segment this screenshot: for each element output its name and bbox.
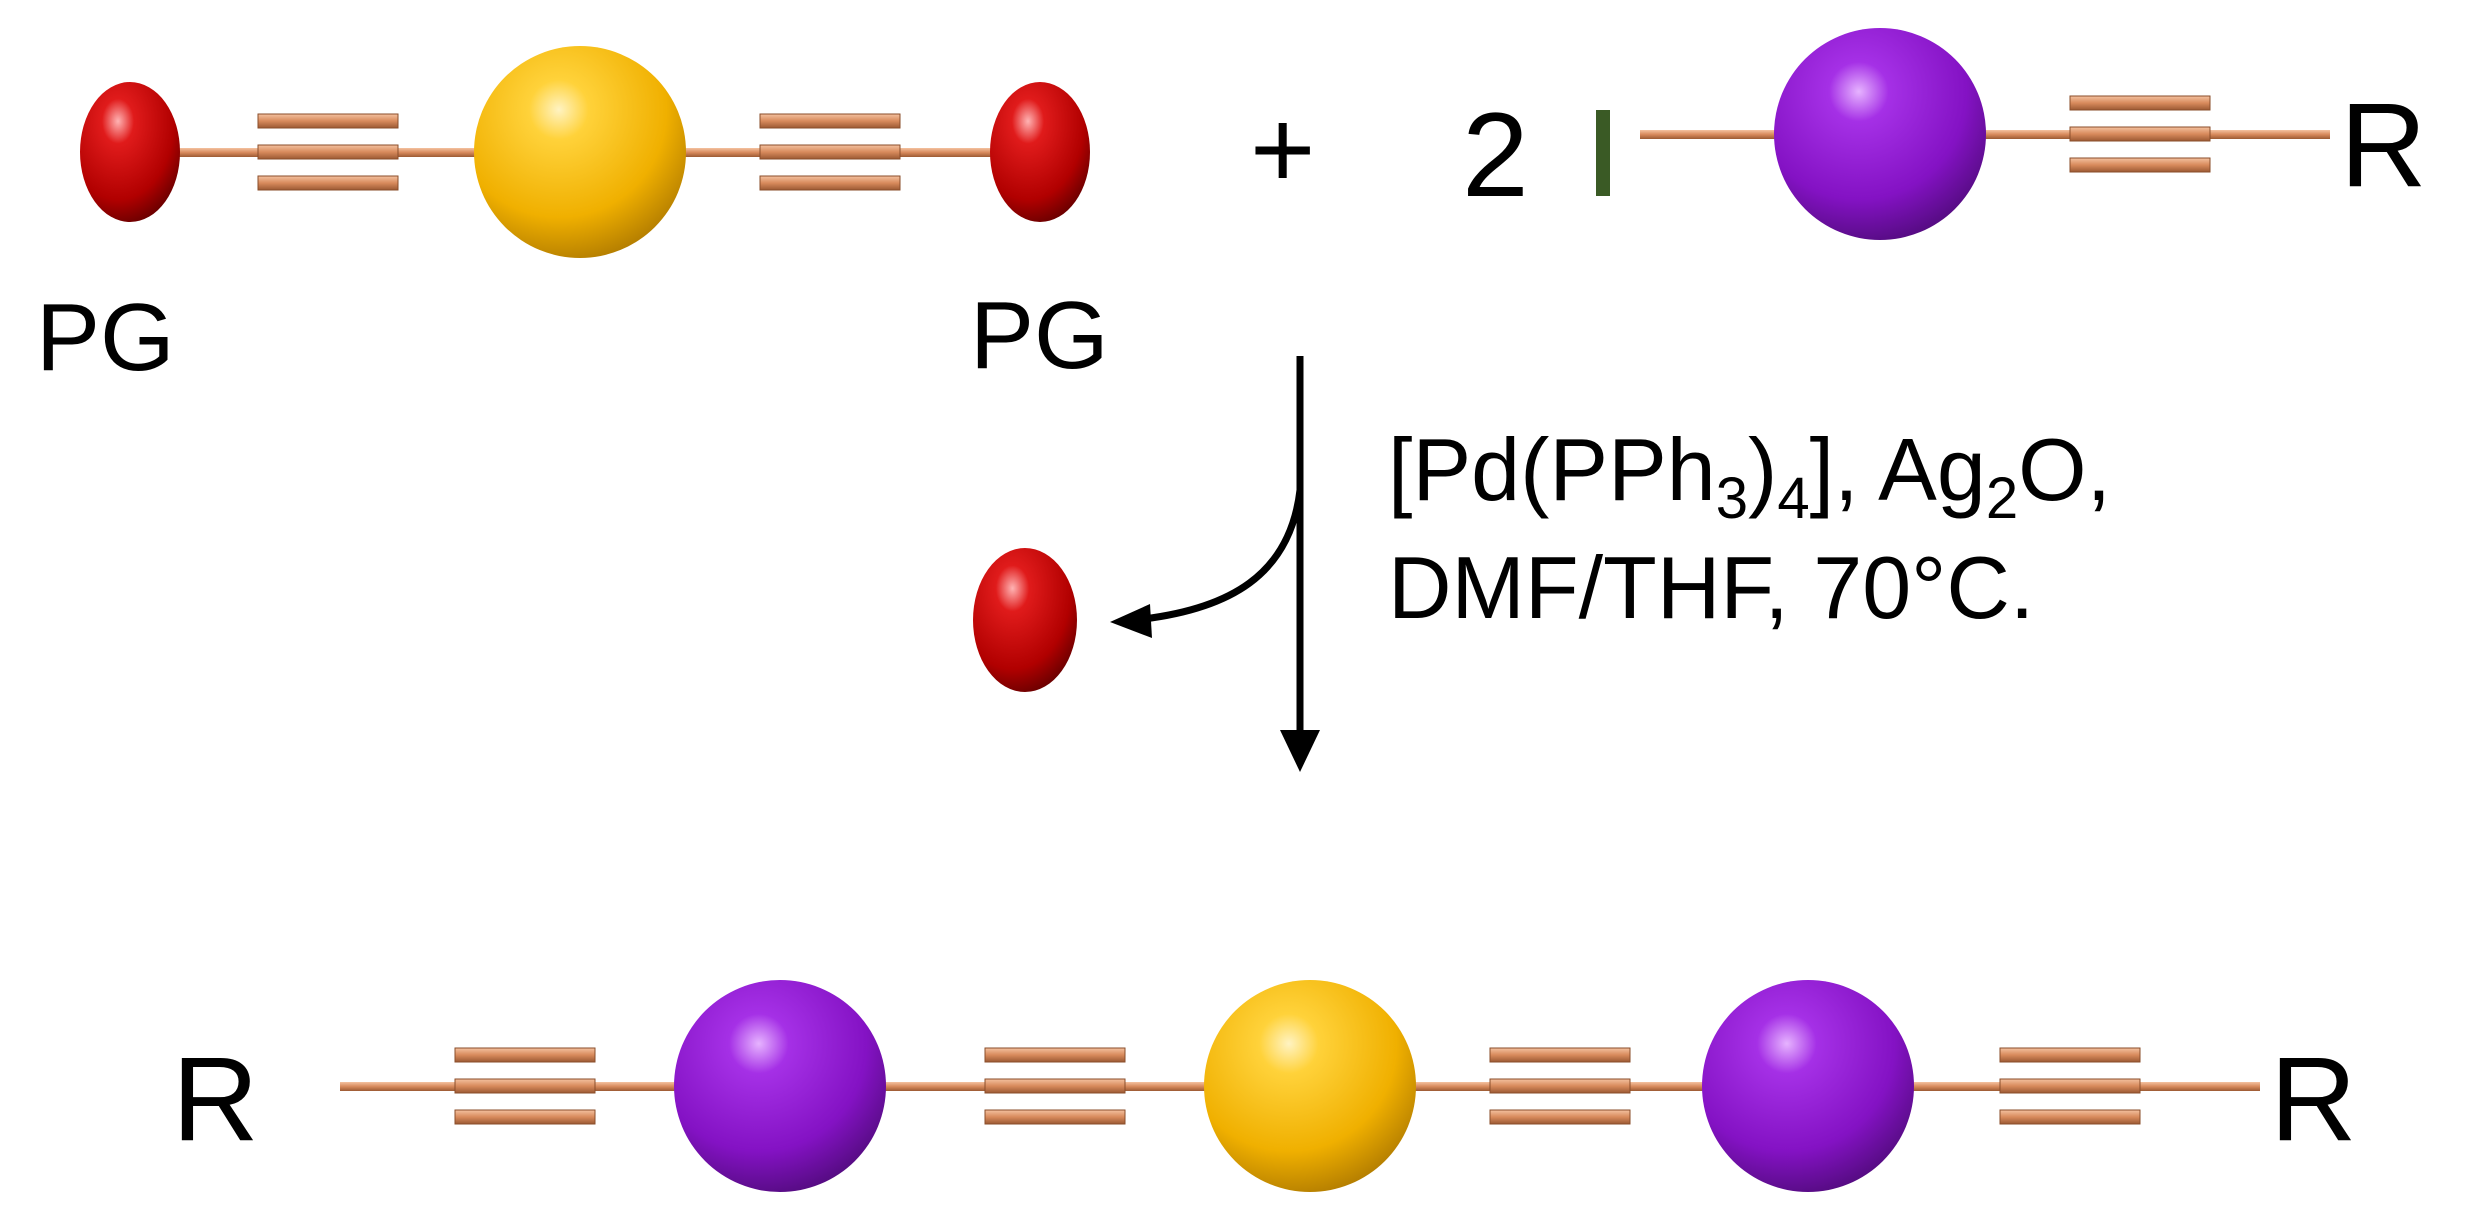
terminus-mark: [1596, 110, 1610, 196]
pg-left-label: PG: [36, 284, 175, 391]
triple-bond-icon: [1999, 1047, 2141, 1125]
purple-sphere-icon: [674, 980, 886, 1192]
gold-sphere-icon: [1204, 980, 1416, 1192]
eliminated-protecting-group-icon: [973, 548, 1077, 692]
gold-sphere-icon: [474, 46, 686, 258]
reactant-2: R: [1596, 28, 2427, 240]
triple-bond-icon: [759, 113, 901, 191]
purple-sphere-icon: [1774, 28, 1986, 240]
conditions-line-2: DMF/THF, 70°C.: [1388, 538, 2034, 637]
reaction-arrow: [1110, 356, 1320, 772]
reactant-1: PG PG: [36, 46, 1109, 391]
coefficient-label: 2: [1462, 88, 1529, 222]
protecting-group-icon: [990, 82, 1090, 222]
triple-bond-icon: [2069, 95, 2211, 173]
triple-bond-icon: [257, 113, 399, 191]
triple-bond-icon: [454, 1047, 596, 1125]
triple-bond-icon: [984, 1047, 1126, 1125]
purple-sphere-icon: [1702, 980, 1914, 1192]
pg-right-label: PG: [970, 282, 1109, 389]
elimination-arrow: [1134, 489, 1304, 624]
triple-bond-icon: [1489, 1047, 1631, 1125]
conditions-line-1: [Pd(PPh3)4], Ag2O,: [1388, 420, 2111, 531]
r-group-left-label: R: [172, 1032, 259, 1166]
r-group-right-label: R: [2270, 1032, 2357, 1166]
product: R R: [172, 980, 2357, 1192]
r-group-label: R: [2340, 78, 2427, 212]
protecting-group-icon: [80, 82, 180, 222]
plus-sign: +: [1250, 87, 1315, 212]
